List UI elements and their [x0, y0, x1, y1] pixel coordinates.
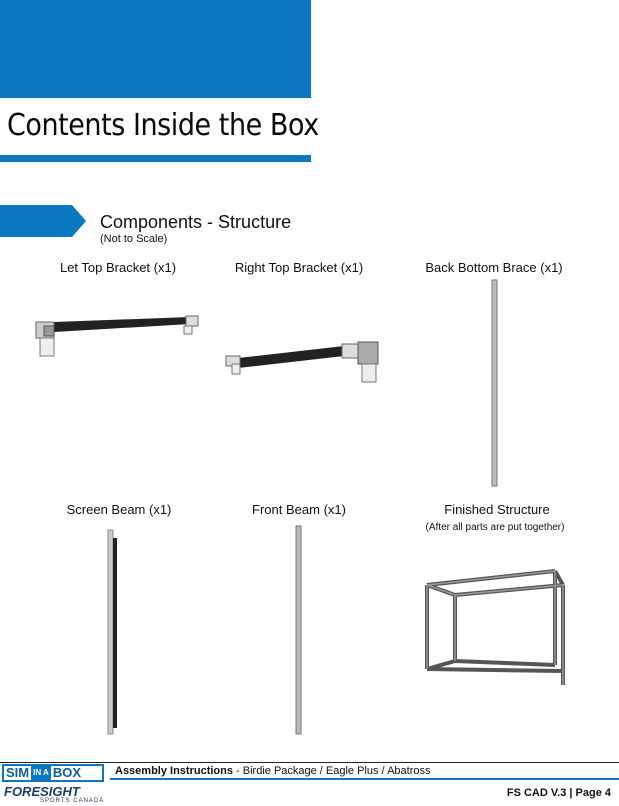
logo-text-sim: SIM [6, 765, 30, 780]
footer-divider [0, 762, 619, 763]
footer-accent-band [110, 778, 619, 780]
component-label-back-bottom-brace: Back Bottom Brace (x1) [425, 260, 563, 275]
simbox-logo: SIM IN A BOX [2, 764, 104, 782]
back-bottom-brace-illustration [491, 279, 498, 487]
header-band [0, 0, 311, 98]
foresight-logo: FORESIGHT [4, 784, 80, 799]
screen-beam-illustration [107, 529, 117, 735]
footer-doc-title-bold: Assembly Instructions [115, 765, 233, 777]
finished-structure-illustration [425, 569, 565, 685]
foresight-logo-subtitle: SPORTS CANADA [40, 798, 105, 804]
logo-text-mid: IN A [31, 766, 51, 780]
component-label-right-top-bracket: Right Top Bracket (x1) [234, 260, 364, 275]
section-title: Components - Structure [100, 212, 292, 232]
page-number: FS CAD V.3 | Page 4 [506, 787, 611, 799]
right-top-bracket-illustration [225, 341, 379, 383]
section-arrow-icon [0, 205, 86, 237]
component-label-left-top-bracket: Let Top Bracket (x1) [59, 260, 177, 275]
page-title: Contents Inside the Box [7, 108, 319, 143]
component-label-screen-beam: Screen Beam (x1) [66, 502, 172, 517]
footer-doc-title: Assembly Instructions - Birdie Package /… [115, 765, 430, 777]
footer-doc-title-rest: - Birdie Package / Eagle Plus / Abatross [232, 765, 431, 777]
section-subtitle: (Not to Scale) [100, 233, 168, 245]
logo-text-box: BOX [52, 765, 81, 780]
title-underline [0, 155, 311, 162]
left-top-bracket-illustration [35, 315, 199, 357]
front-beam-illustration [295, 525, 302, 735]
finished-structure-note: (After all parts are put together) [425, 522, 565, 533]
component-label-front-beam: Front Beam (x1) [252, 502, 346, 517]
component-label-finished-structure: Finished Structure [444, 502, 550, 517]
